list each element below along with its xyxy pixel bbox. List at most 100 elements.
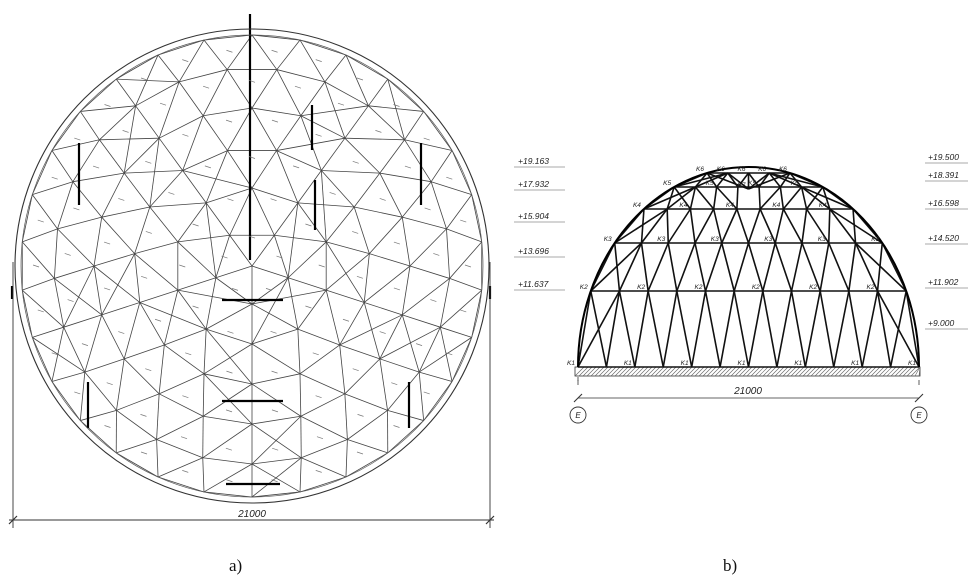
- plan-ring-member: [206, 187, 253, 204]
- plan-diagonal-member: [57, 228, 95, 267]
- plan-ring-member: [84, 371, 117, 411]
- plan-ring-member: [134, 206, 151, 254]
- node-label: K2: [580, 284, 588, 291]
- plan-member-tag: [118, 331, 125, 334]
- elevation-diagonal-member: [774, 242, 793, 292]
- hatch-line: [814, 366, 825, 377]
- hatch-line: [730, 366, 741, 377]
- plan-member-tag: [248, 80, 256, 83]
- plan-ring-member: [471, 290, 483, 338]
- plan-diagonal-member: [177, 277, 216, 291]
- plan-diagonal-member: [156, 415, 204, 440]
- plan-diagonal-member: [288, 277, 327, 291]
- plan-diagonal-member: [54, 265, 95, 279]
- plan-member-tag: [145, 368, 152, 372]
- plan-diagonal-member: [135, 54, 159, 106]
- plan-diagonal-member: [134, 253, 179, 291]
- plan-diagonal-member: [227, 107, 253, 151]
- plan-diagonal-member: [401, 314, 420, 373]
- plan-diagonal-member: [202, 69, 228, 116]
- hatch-line: [874, 366, 885, 377]
- plan-diagonal-member: [158, 81, 180, 139]
- plan-diagonal-member: [158, 344, 165, 394]
- plan-member-tag: [271, 49, 278, 53]
- plan-ring-member: [134, 253, 141, 303]
- plan-ring-member: [21, 194, 33, 242]
- plan-diagonal-member: [251, 34, 278, 70]
- elevation-diagonal-member: [829, 208, 857, 244]
- plan-diagonal-member: [339, 344, 346, 394]
- plan-member-tag: [329, 192, 336, 195]
- plan-member-tag: [168, 192, 175, 195]
- plan-ring-member: [123, 137, 160, 174]
- node-label: K1: [908, 360, 916, 367]
- plan-diagonal-member: [404, 139, 453, 151]
- node-label: K1: [567, 360, 575, 367]
- left-level-5: +11.637: [518, 279, 549, 289]
- plan-diagonal-member: [203, 39, 228, 70]
- right-level-5: +11.902: [928, 277, 959, 287]
- plan-diagonal-member: [226, 34, 253, 70]
- plan-ring-member: [353, 206, 370, 254]
- plan-diagonal-member: [227, 150, 253, 189]
- plan-diagonal-member: [321, 137, 346, 171]
- plan-ring-member: [379, 172, 403, 218]
- hatch-line: [710, 366, 721, 377]
- plan-ring-member: [339, 302, 365, 346]
- hatch-line: [662, 366, 673, 377]
- hatch-line: [714, 366, 725, 377]
- hatch-line: [854, 366, 865, 377]
- plan-diagonal-member: [156, 393, 160, 440]
- node-label: K3: [818, 236, 826, 243]
- plan-diagonal-member: [419, 371, 453, 382]
- plan-member-tag: [74, 137, 81, 141]
- plan-member-tag: [318, 264, 325, 268]
- plan-diagonal-member: [446, 228, 482, 243]
- plan-diagonal-member: [158, 373, 205, 395]
- elevation-diagonal-member: [762, 242, 777, 292]
- plan-member-tag: [305, 223, 312, 227]
- plan-diagonal-member: [63, 314, 102, 328]
- plan-diagonal-member: [402, 314, 441, 328]
- plan-diagonal-member: [123, 172, 151, 208]
- plan-diagonal-member: [364, 302, 403, 316]
- hatch-line: [798, 366, 809, 377]
- plan-diagonal-member: [93, 265, 141, 303]
- elevation-diagonal-member: [801, 186, 831, 210]
- plan-member-tag: [357, 414, 364, 417]
- plan-diagonal-member: [276, 115, 302, 151]
- plan-member-tag: [226, 370, 233, 374]
- caption-a: a): [229, 556, 243, 575]
- plan-diagonal-member: [387, 79, 405, 140]
- plan-member-tag: [352, 231, 359, 234]
- plan-member-tag: [423, 391, 430, 395]
- plan-member-tag: [140, 276, 148, 279]
- node-label: K3: [764, 236, 772, 243]
- plan-diagonal-member: [299, 39, 326, 83]
- elevation-diagonal-member: [854, 242, 879, 292]
- plan-ring-member: [158, 393, 204, 417]
- plan-ring-member: [51, 111, 81, 151]
- plan-ring-member: [363, 253, 370, 303]
- plan-diagonal-member: [93, 253, 135, 267]
- elevation-diagonal-member: [804, 290, 821, 368]
- plan-ring-member: [99, 105, 136, 141]
- plan-ring-member: [345, 452, 388, 478]
- plan-diagonal-member: [339, 344, 380, 360]
- node-label: K1: [851, 360, 859, 367]
- elevation-diagonal-member: [727, 172, 749, 190]
- hatch-line: [918, 366, 921, 377]
- plan-member-tag: [393, 241, 400, 245]
- elevation-outline: [577, 166, 920, 368]
- plan-ring-member: [116, 452, 159, 478]
- plan-triangulation: [21, 34, 483, 498]
- plan-diagonal-member: [274, 202, 299, 236]
- plan-diagonal-member: [84, 314, 103, 373]
- plan-diagonal-member: [440, 326, 472, 338]
- plan-diagonal-member: [251, 107, 277, 151]
- plan-ring-member: [451, 150, 473, 195]
- hatch-line: [674, 366, 685, 377]
- plan-ring-member: [53, 228, 58, 279]
- plan-diagonal-member: [178, 81, 204, 116]
